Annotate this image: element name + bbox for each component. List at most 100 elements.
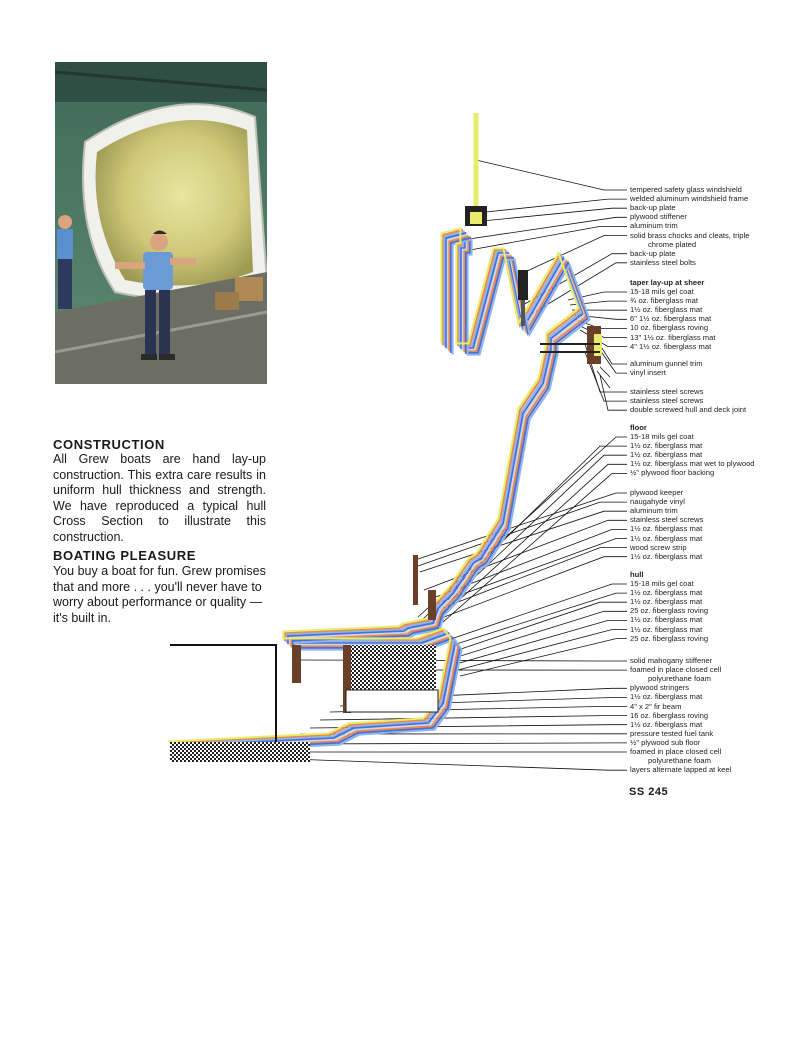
callout-label: stainless steel bolts (630, 257, 696, 267)
laminate-layer (179, 238, 591, 754)
leader-line (529, 262, 627, 316)
callout-label: 1½ oz. fiberglass mat (630, 692, 703, 702)
callout-label: foamed in place closed cell (630, 665, 722, 675)
leader-line (427, 529, 627, 601)
hull-layup-photo (55, 62, 267, 384)
boating-pleasure-heading: BOATING PLEASURE (53, 548, 196, 563)
callout-label: stainless steel screws (630, 387, 704, 396)
cleat-base (521, 300, 525, 326)
callout-label: stainless steel screws (630, 515, 704, 525)
leader-line (289, 742, 627, 745)
callout-label: vinyl insert (630, 368, 666, 378)
gel-coat-layer (168, 227, 580, 743)
plywood-keeper (413, 555, 418, 605)
leader-line (431, 547, 627, 613)
callout-label: 16 oz. fiberglass roving (630, 710, 709, 720)
callout-label: 1½ oz. fiberglass mat (630, 597, 703, 607)
callout-label: 1½ oz. fiberglass mat (630, 719, 703, 729)
callout-label: plywood keeper (630, 488, 684, 497)
callout-label: plywood stringers (630, 683, 690, 693)
leader-line (429, 538, 627, 607)
callout-label: 15-18 mils gel coat (630, 432, 694, 441)
leader-line (453, 610, 627, 659)
callout-group-heading: floor (630, 423, 647, 432)
callout-label: aluminum trim (630, 506, 678, 516)
laminate-layers (168, 227, 591, 754)
leader-line (449, 592, 627, 647)
mahogany-stiffener (292, 645, 301, 683)
construction-heading: CONSTRUCTION (53, 437, 165, 452)
callout-label: plywood stiffener (630, 212, 687, 222)
callout-label: 13" 1½ oz. fiberglass mat (630, 332, 716, 342)
callout-label: solid brass chocks and cleats, triple (630, 230, 750, 240)
callout-label: ½" plywood floor backing (630, 468, 715, 478)
leader-line (423, 463, 627, 633)
callout-label: 1½ oz. fiberglass mat (630, 615, 703, 625)
callout-label: 1½ oz. fiberglass mat (630, 305, 703, 315)
callout-label: pressure tested fuel tank (630, 728, 714, 738)
callout-label: foamed in place closed cell (630, 747, 722, 756)
windshield-frame-inner (470, 212, 482, 224)
callout-label: tempered safety glass windshield (630, 185, 742, 194)
callout-label: naugahyde vinyl (630, 497, 685, 507)
model-code: SS 245 (629, 786, 669, 798)
callout-label: layers alternate lapped at keel (630, 765, 732, 775)
callout-label: 1½ oz. fiberglass mat (630, 524, 703, 534)
brass-cleat (518, 270, 528, 300)
callout-label: welded aluminum windshield frame (630, 194, 749, 204)
callout-label: 1½ oz. fiberglass mat (630, 588, 703, 598)
callout-label: polyurethane foam (648, 756, 711, 766)
leader-line (414, 492, 627, 561)
leader-line (425, 472, 627, 638)
callout-label: 1½ oz. fiberglass mat (630, 533, 703, 543)
cabin-structure-outline (170, 644, 277, 742)
leader-line (459, 638, 627, 677)
callout-label: 25 oz. fiberglass roving (630, 633, 709, 643)
leader-line (584, 351, 627, 402)
callout-label: chrome plated (648, 239, 697, 249)
leader-line (457, 629, 627, 671)
callout-label: double screwed hull and deck joint (630, 405, 747, 415)
keel-foam (170, 742, 310, 762)
leader-line (485, 198, 627, 213)
callout-label: 25 oz. fiberglass roving (630, 606, 709, 616)
callout-label: ½" plywood sub floor (630, 737, 701, 747)
leader-line (435, 556, 627, 621)
leader-line (471, 207, 627, 223)
callout-label: 1½ oz. fiberglass mat (630, 624, 703, 634)
callout-label: 1½ oz. fiberglass mat (630, 441, 703, 451)
callout-label: wood screw strip (630, 542, 687, 552)
callout-label: 4" 1½ oz. fiberglass mat (630, 341, 712, 351)
callout-label: 1½ oz. fiberglass mat (630, 450, 703, 460)
callout-label: 4" x 2" fir beam (630, 701, 682, 711)
leader-line (599, 374, 627, 411)
callout-group-heading: hull (630, 570, 644, 579)
callout-label: solid mahogany stiffener (630, 656, 713, 665)
leader-line (461, 216, 627, 241)
leader-line (421, 454, 627, 628)
callout-label: aluminum trim (630, 221, 678, 231)
fuel-tank (345, 689, 439, 713)
leader-line (417, 501, 627, 567)
leader-line (599, 344, 627, 365)
callout-label: 15-18 mils gel coat (630, 287, 694, 296)
leader-line (419, 510, 627, 573)
leader-line (447, 583, 627, 641)
callout-label: back-up plate (630, 203, 676, 213)
leader-line (577, 324, 627, 338)
boating-pleasure-body: You buy a boat for fun. Grew promises th… (53, 564, 266, 625)
callout-label: back-up plate (630, 248, 676, 258)
callout-label: 10 oz. fiberglass roving (630, 323, 709, 333)
leader-line (451, 601, 627, 653)
callout-label: ¾ oz. fiberglass mat (630, 296, 698, 306)
leader-line (599, 349, 627, 374)
callout-label: polyurethane foam (648, 674, 711, 684)
wood-screw-strip (428, 590, 436, 620)
callout-label: aluminum gunnel trim (630, 359, 703, 368)
callout-label: stainless steel screws (630, 396, 704, 406)
callout-label: 1½ oz. fiberglass mat wet to plywood (630, 459, 755, 469)
leader-line (524, 235, 627, 273)
callout-label: 15-18 mils gel coat (630, 579, 694, 588)
closed-cell-foam (351, 645, 436, 693)
